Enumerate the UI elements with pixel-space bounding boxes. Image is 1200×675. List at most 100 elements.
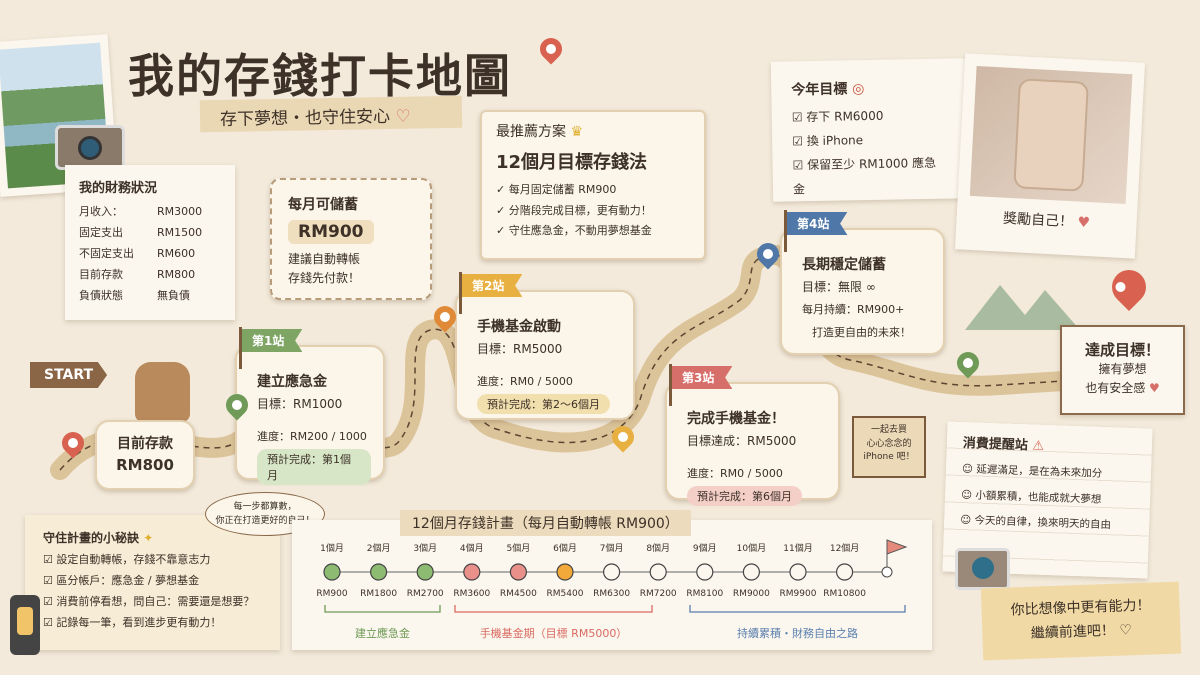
finish-node [881, 566, 893, 578]
finance-label: 月收入： [79, 205, 123, 218]
month-amount: RM7200 [639, 589, 677, 599]
plan-title: 12個月目標存錢法 [496, 151, 648, 173]
station-target: 目標達成：RM5000 [687, 434, 797, 448]
flag-pole [784, 210, 787, 252]
month-amount: RM9900 [779, 589, 817, 599]
station-eta: 預計完成：第6個月 [687, 485, 802, 506]
month-node [789, 563, 807, 581]
month-label: 4個月 [459, 544, 484, 554]
phase-label: 手機基金期（目標 RM5000） [479, 627, 628, 640]
tip-item: ☑ 區分帳戶：應急金 / 夢想基金 [43, 571, 262, 592]
month-label: 2個月 [366, 544, 391, 554]
flag-pole [669, 364, 672, 406]
finance-row: 固定支出 RM1500 [79, 223, 221, 244]
tip-item-text: 記錄每一筆，看到進步更有動力！ [56, 615, 222, 629]
station-title: 建立應急金 [257, 374, 327, 390]
month-label: 3個月 [413, 544, 438, 554]
encouragement-note: 你比想像中更有能力！ 繼續前進吧！ ♡ [980, 581, 1182, 661]
crown-icon: ♛ [570, 124, 584, 140]
month-node [556, 563, 574, 581]
phase-bracket [689, 605, 906, 613]
tip-item: ☑ 設定自動轉帳，存錢不靠意志力 [43, 550, 262, 571]
phase-label: 持續累積・財務自由之路 [737, 627, 858, 640]
current-savings-label: 目前存款 [117, 436, 173, 452]
plan-tag: 最推薦方案 [496, 124, 566, 140]
month-amount: RM6300 [593, 589, 631, 599]
plan-item-text: 每月固定儲蓄 RM900 [508, 182, 617, 196]
plan-item: ✓ 每月固定儲蓄 RM900 [496, 180, 690, 201]
month-node [463, 563, 481, 581]
station-progress: 每月持續：RM900+ [802, 302, 905, 316]
station-eta: 預計完成：第1個月 [257, 448, 371, 485]
finance-value: 無負債 [157, 288, 190, 302]
month-amount: RM3600 [453, 589, 491, 599]
station-card-3: 完成手機基金！ 目標達成：RM5000 進度：RM0 / 5000 預計完成：第… [665, 382, 840, 506]
month-node [696, 563, 714, 581]
month-amount: RM900 [316, 589, 348, 599]
finance-row: 月收入：RM3000 [79, 202, 221, 223]
month-label: 7個月 [599, 544, 624, 554]
station-eta: 打造更自由的未來！ [812, 325, 911, 339]
month-label: 1個月 [320, 544, 344, 554]
encourage-text: 繼續前進吧！ [1030, 622, 1116, 642]
tip-item: ☑ 消費前停看想，問自己：需要還是想要？ [43, 592, 262, 613]
finance-card: 我的財務狀況 月收入：RM3000 固定支出 RM1500 不固定支出 RM600 目前存… [65, 165, 235, 320]
station-flag-2: 第2站 [462, 274, 523, 297]
month-amount: RM2700 [406, 589, 444, 599]
month-node [323, 563, 341, 581]
monthly-note: 建議自動轉帳 [288, 252, 361, 266]
start-sign: START [30, 362, 108, 388]
month-amount: RM10800 [823, 589, 866, 599]
month-node [835, 563, 854, 581]
finance-label: 目前存款 [79, 267, 123, 281]
check-icon: ☑ [43, 573, 53, 587]
month-label: 5個月 [506, 544, 531, 554]
finance-label: 負債狀態 [79, 288, 123, 302]
finance-label: 不固定支出 [79, 246, 134, 260]
finance-title: 我的財務狀況 [79, 181, 158, 196]
camera-icon [55, 125, 125, 170]
plan-item: ✓ 守住應急金，不動用夢想基金 [496, 221, 690, 242]
station-title: 長期穩定儲蓄 [802, 257, 886, 273]
check-icon: ✓ [496, 224, 506, 238]
month-label: 9個月 [692, 544, 717, 554]
finance-value: RM1500 [157, 225, 203, 239]
month-node [416, 563, 434, 581]
station-title: 完成手機基金！ [687, 411, 785, 427]
finance-label: 固定支出 [79, 225, 123, 239]
plan-item-text: 守住應急金，不動用夢想基金 [508, 224, 652, 238]
plan-item: ✓ 分階段完成目標，更有動力！ [496, 201, 690, 222]
phase-bracket [454, 605, 653, 613]
finance-row: 負債狀態 無負債 [79, 286, 221, 307]
month-label: 12個月 [829, 544, 860, 554]
achieve-line: 也有安全感 [1085, 380, 1146, 395]
phase-label: 建立應急金 [355, 627, 410, 640]
month-label: 11個月 [783, 544, 813, 554]
flag-pole [239, 327, 242, 369]
station-card-2: 手機基金啟動 目標：RM5000 進度：RM0 / 5000 預計完成：第2～6… [455, 290, 635, 420]
tip-item-text: 設定自動轉帳，存錢不靠意志力 [56, 553, 211, 566]
month-node [370, 563, 388, 581]
page-title: 我的存錢打卡地圖 [128, 49, 512, 103]
check-icon: ☑ [43, 594, 53, 608]
bubble-text: 你正在打造更好的自己！ [215, 515, 315, 526]
finance-value: RM600 [157, 246, 196, 260]
mountains-icon [965, 285, 1080, 330]
station-target: 目標：RM1000 [257, 397, 343, 411]
phase-bracket [324, 605, 441, 613]
check-icon: ✓ [496, 182, 506, 196]
monthly-amount: RM900 [288, 220, 374, 244]
monthly-note: 存錢先付款！ [288, 270, 361, 285]
tip-item-text: 消費前停看想，問自己：需要還是想要？ [56, 594, 255, 608]
heart-icon: ♡ [1119, 622, 1133, 639]
month-label: 6個月 [553, 544, 577, 554]
station-flag-3: 第3站 [672, 366, 733, 389]
monthly-savings-card: 每月可儲蓄 RM900 建議自動轉帳 存錢先付款！ [270, 178, 432, 300]
station-eta: 預計完成：第2～6個月 [477, 393, 610, 414]
plan-item-text: 分階段完成目標，更有動力！ [508, 203, 652, 217]
tip-item: ☑ 記錄每一筆，看到進步更有動力！ [43, 613, 262, 634]
goal-achieved-card: 達成目標！ 擁有夢想 也有安全感 ♥ [1060, 325, 1185, 415]
month-node [742, 563, 761, 581]
